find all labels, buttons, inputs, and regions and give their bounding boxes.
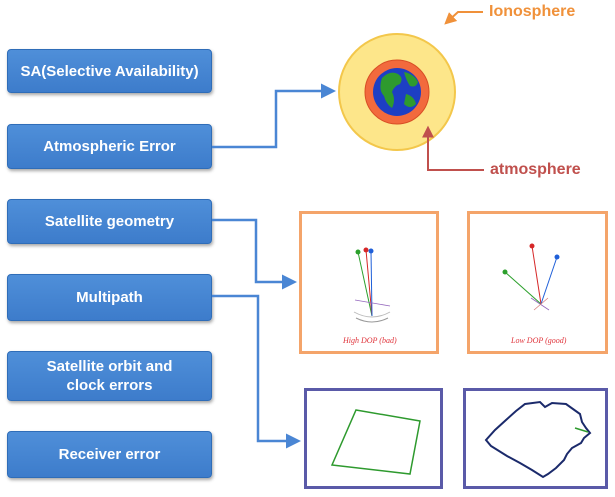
multipath-arrow	[212, 294, 301, 449]
orbit-clock-label-line2: clock errors	[66, 377, 153, 394]
noisy-trajectory-path	[484, 400, 592, 479]
clean-trajectory-path	[330, 409, 421, 475]
atmosphere-pointer-arrow	[422, 125, 484, 171]
low-dop-illustration	[502, 243, 560, 311]
geometry-arrow	[212, 218, 297, 290]
high-dop-caption: High DOP (bad)	[343, 336, 397, 345]
sa-label: SA(Selective Availability)	[20, 62, 199, 80]
orbit-clock-label-line1: Satellite orbit and	[46, 358, 173, 375]
receiver-error-label: Receiver error	[58, 446, 161, 463]
sa-button[interactable]: SA(Selective Availability)	[7, 49, 212, 93]
high-dop-illustration	[353, 247, 391, 323]
ionosphere-pointer-arrow	[444, 11, 483, 25]
atmospheric-error-label: Atmospheric Error	[43, 138, 176, 155]
receiver-error-button[interactable]: Receiver error	[7, 431, 212, 478]
low-dop-caption: Low DOP (good)	[511, 336, 567, 345]
atmospheric-arrow	[212, 83, 336, 149]
multipath-clean-panel	[304, 388, 443, 489]
multipath-label: Multipath	[76, 289, 143, 306]
satellite-geometry-label: Satellite geometry	[44, 213, 175, 230]
earth-globe	[373, 68, 421, 116]
multipath-button[interactable]: Multipath	[7, 274, 212, 321]
satellite-geometry-button[interactable]: Satellite geometry	[7, 199, 212, 244]
orbit-clock-button[interactable]: Satellite orbit and clock errors	[7, 351, 212, 401]
atmosphere-label: atmosphere	[490, 161, 581, 178]
atmospheric-error-button[interactable]: Atmospheric Error	[7, 124, 212, 169]
ionosphere-label: Ionosphere	[489, 3, 576, 20]
